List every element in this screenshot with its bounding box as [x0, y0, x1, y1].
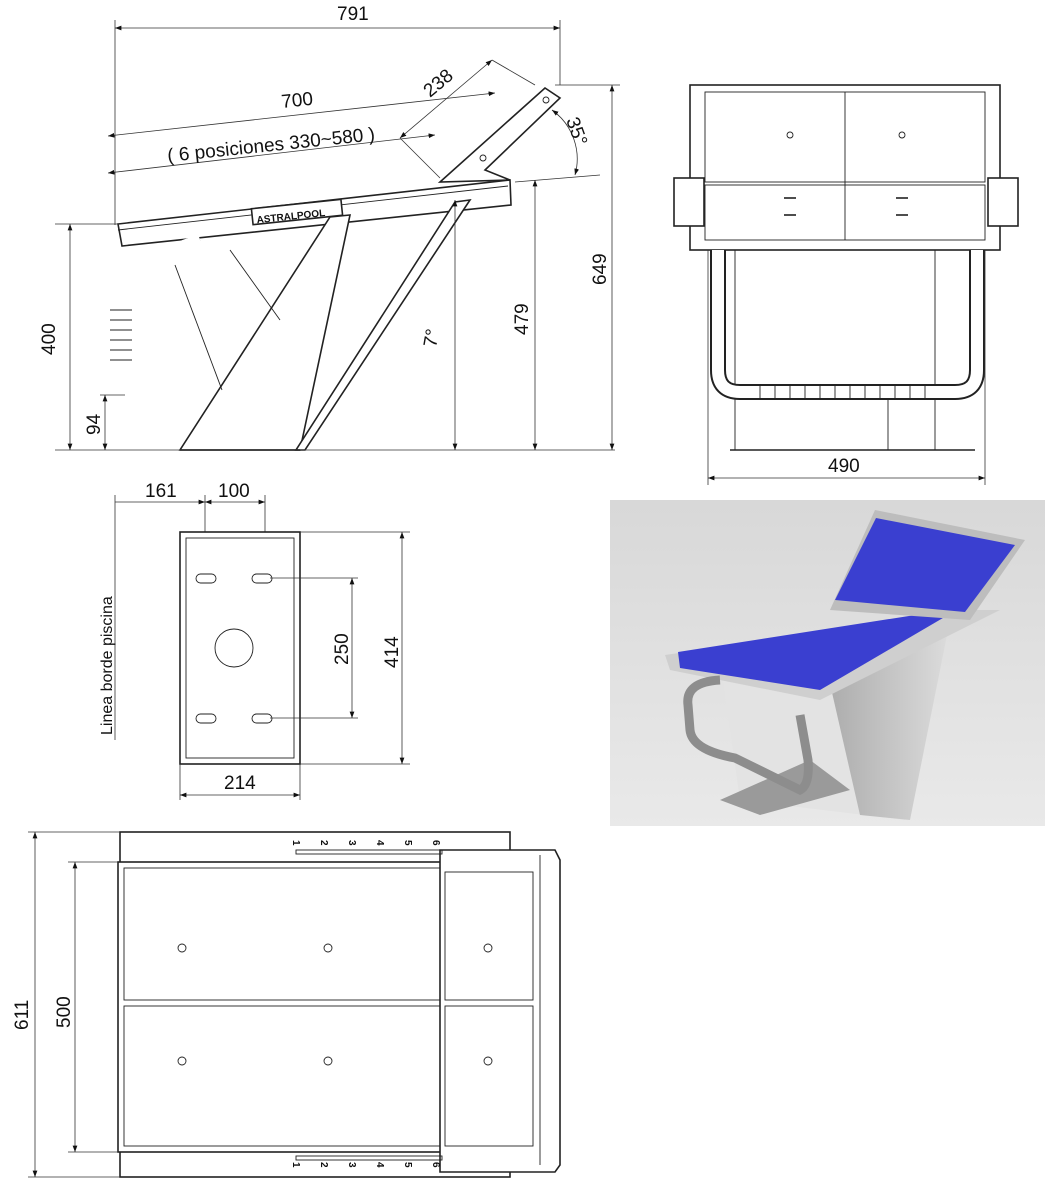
product-render: [610, 500, 1045, 826]
side-view: 791 700 ( 6 posiciones 330~580 ) 238 35°…: [39, 4, 620, 451]
dim-490: 490: [828, 456, 860, 477]
base-plan: 161 100 Linea borde piscina 250 414 214: [99, 481, 410, 800]
dim-400: 400: [39, 323, 60, 355]
dim-250: 250: [332, 633, 353, 665]
dim-161: 161: [145, 481, 177, 502]
dim-500: 500: [54, 996, 75, 1028]
dim-35-deg: 35°: [561, 115, 591, 149]
ruler-label: 2: [318, 840, 329, 846]
ruler-top: 1 2 3 4 5 6: [290, 840, 441, 846]
dim-479: 479: [512, 303, 533, 335]
front-view: 490: [673, 84, 1019, 485]
ruler-bottom: 1 2 3 4 5 6: [290, 1162, 441, 1168]
ruler-label: 4: [374, 1162, 385, 1168]
dim-214: 214: [224, 773, 256, 794]
ruler-label: 5: [402, 1162, 413, 1168]
ruler-label: 1: [290, 1162, 301, 1168]
ruler-label: 3: [346, 840, 357, 846]
top-view: 1 2 3 4 5 6 1 2 3 4 5 6 611 500: [12, 831, 561, 1178]
dim-414: 414: [382, 636, 403, 668]
ruler-label: 4: [374, 840, 385, 846]
dim-100: 100: [218, 481, 250, 502]
dim-649: 649: [590, 253, 611, 285]
ruler-label: 2: [318, 1162, 329, 1168]
ruler-label: 3: [346, 1162, 357, 1168]
dim-94: 94: [84, 413, 105, 435]
ruler-label: 5: [402, 840, 413, 846]
dim-238: 238: [420, 65, 458, 101]
dim-7-deg: 7°: [420, 327, 444, 349]
dim-611: 611: [12, 1000, 33, 1030]
dim-791: 791: [337, 4, 369, 25]
ruler-label: 6: [430, 1162, 441, 1168]
ruler-label: 6: [430, 840, 441, 846]
dim-700: 700: [280, 89, 314, 113]
dim-positions-note: ( 6 posiciones 330~580 ): [166, 124, 376, 167]
pool-edge-label: Linea borde piscina: [99, 596, 116, 735]
ruler-label: 1: [290, 840, 301, 846]
